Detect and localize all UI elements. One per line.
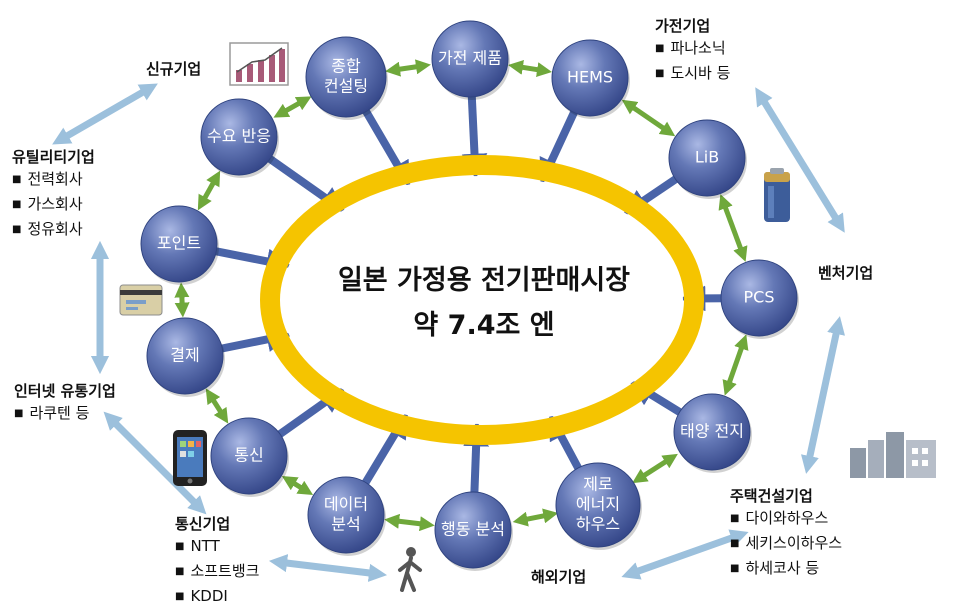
link-arrow (392, 520, 428, 524)
group-utility-companies: 유틸리티기업 전력회사 가스회사 정유회사 (12, 146, 95, 243)
group-title: 해외기업 (531, 566, 586, 588)
node-label: 태양 전지 (680, 422, 744, 441)
node-label: 포인트 (157, 234, 201, 253)
group-appliance-companies: 가전기업 파나소닉 도시바 등 (655, 15, 730, 87)
list-item: 전력회사 (12, 168, 95, 193)
group-title: 유틸리티기업 (12, 146, 95, 168)
group-title: 통신기업 (175, 513, 259, 535)
group-telecom-companies: 통신기업 NTT 소프트뱅크 KDDI (175, 513, 259, 610)
list-item: 소프트뱅크 (175, 560, 259, 585)
node-label: 데이터 (324, 495, 368, 514)
smartphone-icon (173, 430, 207, 486)
node-telecom: 통신 (211, 418, 289, 497)
link-arrow (515, 66, 544, 71)
link-arrow (727, 341, 744, 388)
list-item: 정유회사 (12, 218, 95, 243)
link-arrow (201, 177, 216, 204)
list-item: NTT (175, 535, 259, 560)
list-item: 가스회사 (12, 193, 95, 218)
link-arrow (288, 480, 306, 491)
link-arrow (628, 104, 669, 132)
group-housing-companies: 주택건설기업 다이와하우스 세키스이하우스 하세코사 등 (730, 485, 842, 582)
bar-chart-icon (230, 43, 288, 85)
group-venture-companies: 벤처기업 (818, 262, 873, 284)
list-item: 하세코사 등 (730, 557, 842, 582)
card-icon (120, 285, 162, 315)
group-new-companies: 신규기업 (146, 58, 201, 80)
node-label: 하우스 (576, 515, 620, 534)
node-pcs: PCS (721, 260, 799, 339)
node-lib: LiB (669, 120, 747, 199)
node-point: 포인트 (141, 206, 219, 285)
node-hems: HEMS (552, 40, 630, 119)
node-label: LiB (695, 148, 719, 167)
node-label: HEMS (567, 68, 613, 87)
node-demand: 수요 반응 (201, 99, 279, 178)
node-appliances: 가전 제품 (432, 21, 510, 100)
company-link-arrow (60, 88, 150, 140)
node-label: 분석 (331, 515, 360, 534)
link-arrow (723, 201, 743, 255)
node-behavior: 행동 분석 (435, 492, 513, 571)
list-item: KDDI (175, 585, 259, 610)
node-label: 컨설팅 (324, 77, 368, 96)
node-label: 가전 제품 (438, 49, 502, 68)
group-title: 인터넷 유통기업 (14, 380, 116, 402)
battery-icon (764, 168, 790, 222)
group-title: 벤처기업 (818, 262, 873, 284)
company-link-arrow (808, 325, 838, 465)
center-title: 일본 가정용 전기판매시장 (338, 265, 630, 296)
list-item: 다이와하우스 (730, 507, 842, 532)
building-icon (850, 432, 936, 478)
node-label: 행동 분석 (441, 520, 505, 539)
link-arrow (393, 66, 424, 70)
company-link-arrow (278, 562, 378, 574)
node-label: 통신 (234, 446, 263, 465)
node-label: 에너지 (576, 495, 620, 514)
list-item: 라쿠텐 등 (14, 402, 116, 427)
group-title: 가전기업 (655, 15, 730, 37)
node-label: 결제 (170, 346, 199, 365)
list-item: 도시바 등 (655, 62, 730, 87)
list-item: 파나소닉 (655, 37, 730, 62)
node-solar: 태양 전지 (674, 394, 752, 473)
link-arrow (638, 458, 671, 479)
group-internet-companies: 인터넷 유통기업 라쿠텐 등 (14, 380, 116, 427)
node-label: PCS (744, 288, 775, 307)
node-payment: 결제 (147, 318, 225, 397)
link-arrow (520, 514, 551, 520)
group-title: 주택건설기업 (730, 485, 842, 507)
node-label: 수요 반응 (207, 127, 271, 146)
list-item: 세키스이하우스 (730, 532, 842, 557)
group-title: 신규기업 (146, 58, 201, 80)
company-link-arrow (630, 535, 740, 574)
node-label: 제로 (583, 475, 612, 494)
link-arrow (210, 395, 224, 418)
link-arrow (280, 100, 305, 114)
walking-person-icon (400, 547, 420, 590)
link-arrow (181, 290, 182, 310)
center-subtitle: 약 7.4조 엔 (413, 310, 554, 341)
node-label: 종합 (331, 57, 361, 76)
market-ring-inner (281, 176, 683, 424)
group-overseas-companies: 해외기업 (531, 566, 586, 588)
